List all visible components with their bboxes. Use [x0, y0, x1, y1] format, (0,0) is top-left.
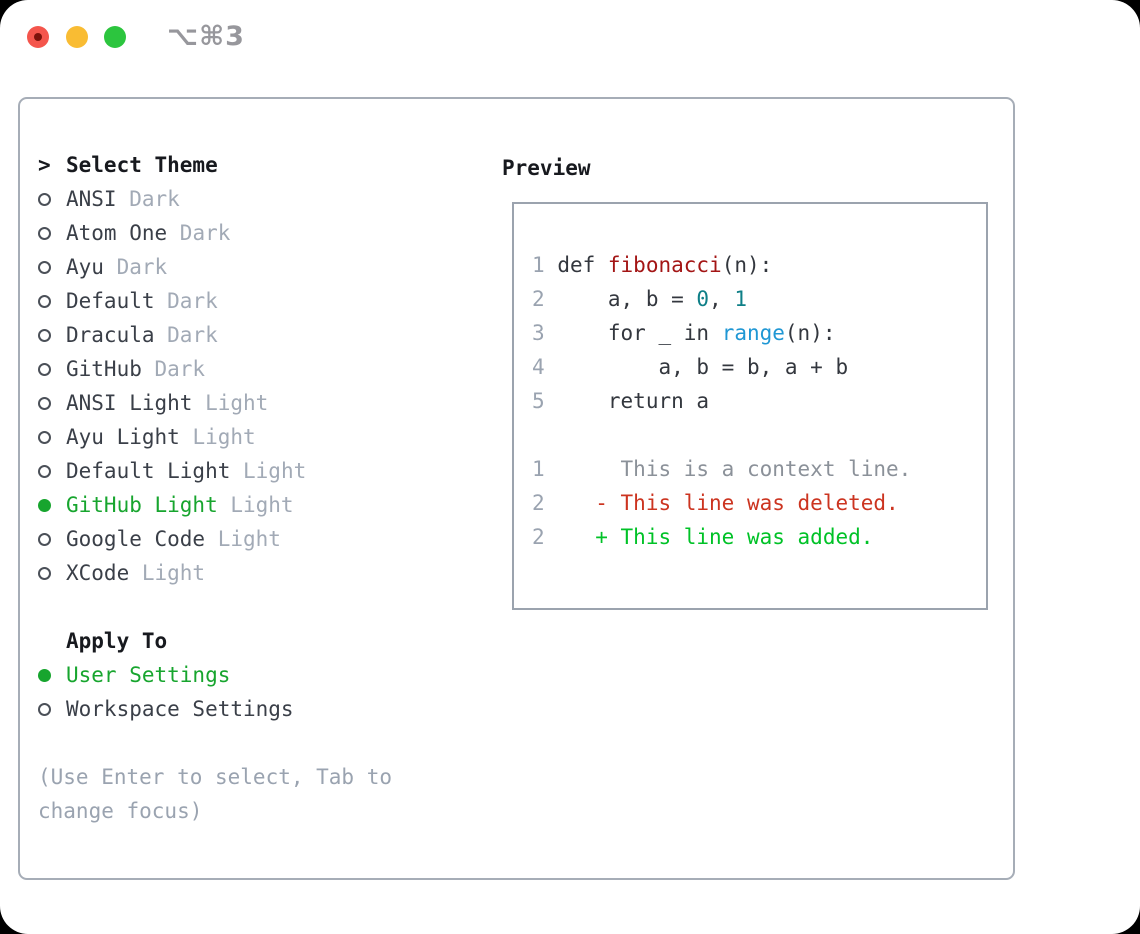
- theme-option[interactable]: ANSI Light Light: [38, 386, 468, 420]
- minimize-button[interactable]: [66, 26, 88, 48]
- radio-unselected-icon: [38, 227, 51, 240]
- option-label: Default: [66, 289, 155, 313]
- option-label: Default Light: [66, 459, 231, 483]
- theme-option[interactable]: GitHub Light Light: [38, 488, 468, 522]
- code-line: 1 def fibonacci(n):: [532, 253, 773, 277]
- blank-line: [532, 423, 986, 457]
- theme-option[interactable]: Ayu Light Light: [38, 420, 468, 454]
- line-number: 2: [532, 525, 545, 549]
- option-variant-label: Dark: [103, 255, 168, 279]
- line-number: 2: [532, 491, 545, 515]
- option-label: User Settings: [66, 663, 231, 687]
- apply-to-title: Apply To: [66, 629, 168, 653]
- diff-line: 2 - This line was deleted.: [532, 491, 899, 515]
- theme-option[interactable]: Default Dark: [38, 284, 468, 318]
- apply-to-option[interactable]: User Settings: [38, 658, 468, 692]
- spacer: [38, 726, 468, 760]
- diff-line: 1 This is a context line.: [532, 457, 912, 481]
- radio-unselected-icon: [38, 295, 51, 308]
- option-label: Ayu Light: [66, 425, 180, 449]
- theme-option[interactable]: ANSI Dark: [38, 182, 468, 216]
- preview-box: 1 def fibonacci(n): 2 a, b = 0, 1 3 for _ …: [512, 202, 988, 610]
- theme-option[interactable]: Default Light Light: [38, 454, 468, 488]
- option-variant-label: Light: [192, 391, 269, 415]
- radio-selected-icon: [38, 499, 51, 512]
- option-label: Ayu: [66, 255, 104, 279]
- close-button[interactable]: [27, 26, 49, 48]
- option-label: ANSI: [66, 187, 117, 211]
- option-label: XCode: [66, 561, 130, 585]
- theme-option[interactable]: Atom One Dark: [38, 216, 468, 250]
- apply-to-header-row: Apply To: [38, 624, 468, 658]
- option-variant-label: Light: [217, 493, 294, 517]
- line-number: 2: [532, 287, 545, 311]
- apply-to-option[interactable]: Workspace Settings: [38, 692, 468, 726]
- preview-title: Preview: [502, 156, 591, 180]
- option-label: Google Code: [66, 527, 206, 551]
- radio-unselected-icon: [38, 261, 51, 274]
- option-label: GitHub: [66, 357, 142, 381]
- theme-option[interactable]: Dracula Dark: [38, 318, 468, 352]
- select-theme-header-row: > Select Theme: [38, 148, 468, 182]
- radio-unselected-icon: [38, 533, 51, 546]
- option-variant-label: Light: [179, 425, 256, 449]
- diff-line: 2 + This line was added.: [532, 525, 874, 549]
- theme-option[interactable]: XCode Light: [38, 556, 468, 590]
- window-titlebar: ⌥⌘3: [0, 0, 1140, 74]
- line-number: 5: [532, 389, 545, 413]
- line-number: 3: [532, 321, 545, 345]
- option-variant-label: Dark: [116, 187, 180, 211]
- radio-unselected-icon: [38, 567, 51, 580]
- select-theme-title: Select Theme: [66, 153, 218, 177]
- option-variant-label: Dark: [154, 289, 218, 313]
- option-label: GitHub Light: [66, 493, 218, 517]
- option-label: Dracula: [66, 323, 155, 347]
- radio-unselected-icon: [38, 397, 51, 410]
- maximize-button[interactable]: [104, 26, 126, 48]
- radio-unselected-icon: [38, 329, 51, 342]
- theme-option[interactable]: GitHub Dark: [38, 352, 468, 386]
- option-variant-label: Dark: [154, 323, 218, 347]
- option-variant-label: Light: [230, 459, 307, 483]
- code-preview: 1 def fibonacci(n): 2 a, b = 0, 1 3 for _ …: [532, 253, 986, 559]
- code-line: 3 for _ in range(n):: [532, 321, 836, 345]
- radio-unselected-icon: [38, 363, 51, 376]
- radio-unselected-icon: [38, 703, 51, 716]
- option-label: Workspace Settings: [66, 697, 294, 721]
- line-number: 1: [532, 457, 545, 481]
- theme-option[interactable]: Ayu Dark: [38, 250, 468, 284]
- window-title: ⌥⌘3: [167, 21, 245, 52]
- option-variant-label: Dark: [141, 357, 206, 381]
- record-dot-icon: [34, 33, 42, 41]
- option-variant-label: Light: [129, 561, 206, 585]
- code-line: 4 a, b = b, a + b: [532, 355, 849, 379]
- help-text: (Use Enter to select, Tab to change focu…: [38, 765, 393, 823]
- line-number: 4: [532, 355, 545, 379]
- theme-option[interactable]: Google Code Light: [38, 522, 468, 556]
- prompt-caret-icon: >: [38, 153, 51, 177]
- option-label: ANSI Light: [66, 391, 193, 415]
- line-number: 1: [532, 253, 545, 277]
- spacer: [38, 590, 468, 624]
- code-line: 5 return a: [532, 389, 710, 413]
- radio-selected-icon: [38, 669, 51, 682]
- option-variant-label: Light: [205, 527, 281, 551]
- option-label: Atom One: [66, 221, 168, 245]
- option-variant-label: Dark: [167, 221, 231, 245]
- code-line: 2 a, b = 0, 1: [532, 287, 747, 311]
- radio-unselected-icon: [38, 193, 51, 206]
- radio-unselected-icon: [38, 431, 51, 444]
- radio-unselected-icon: [38, 465, 51, 478]
